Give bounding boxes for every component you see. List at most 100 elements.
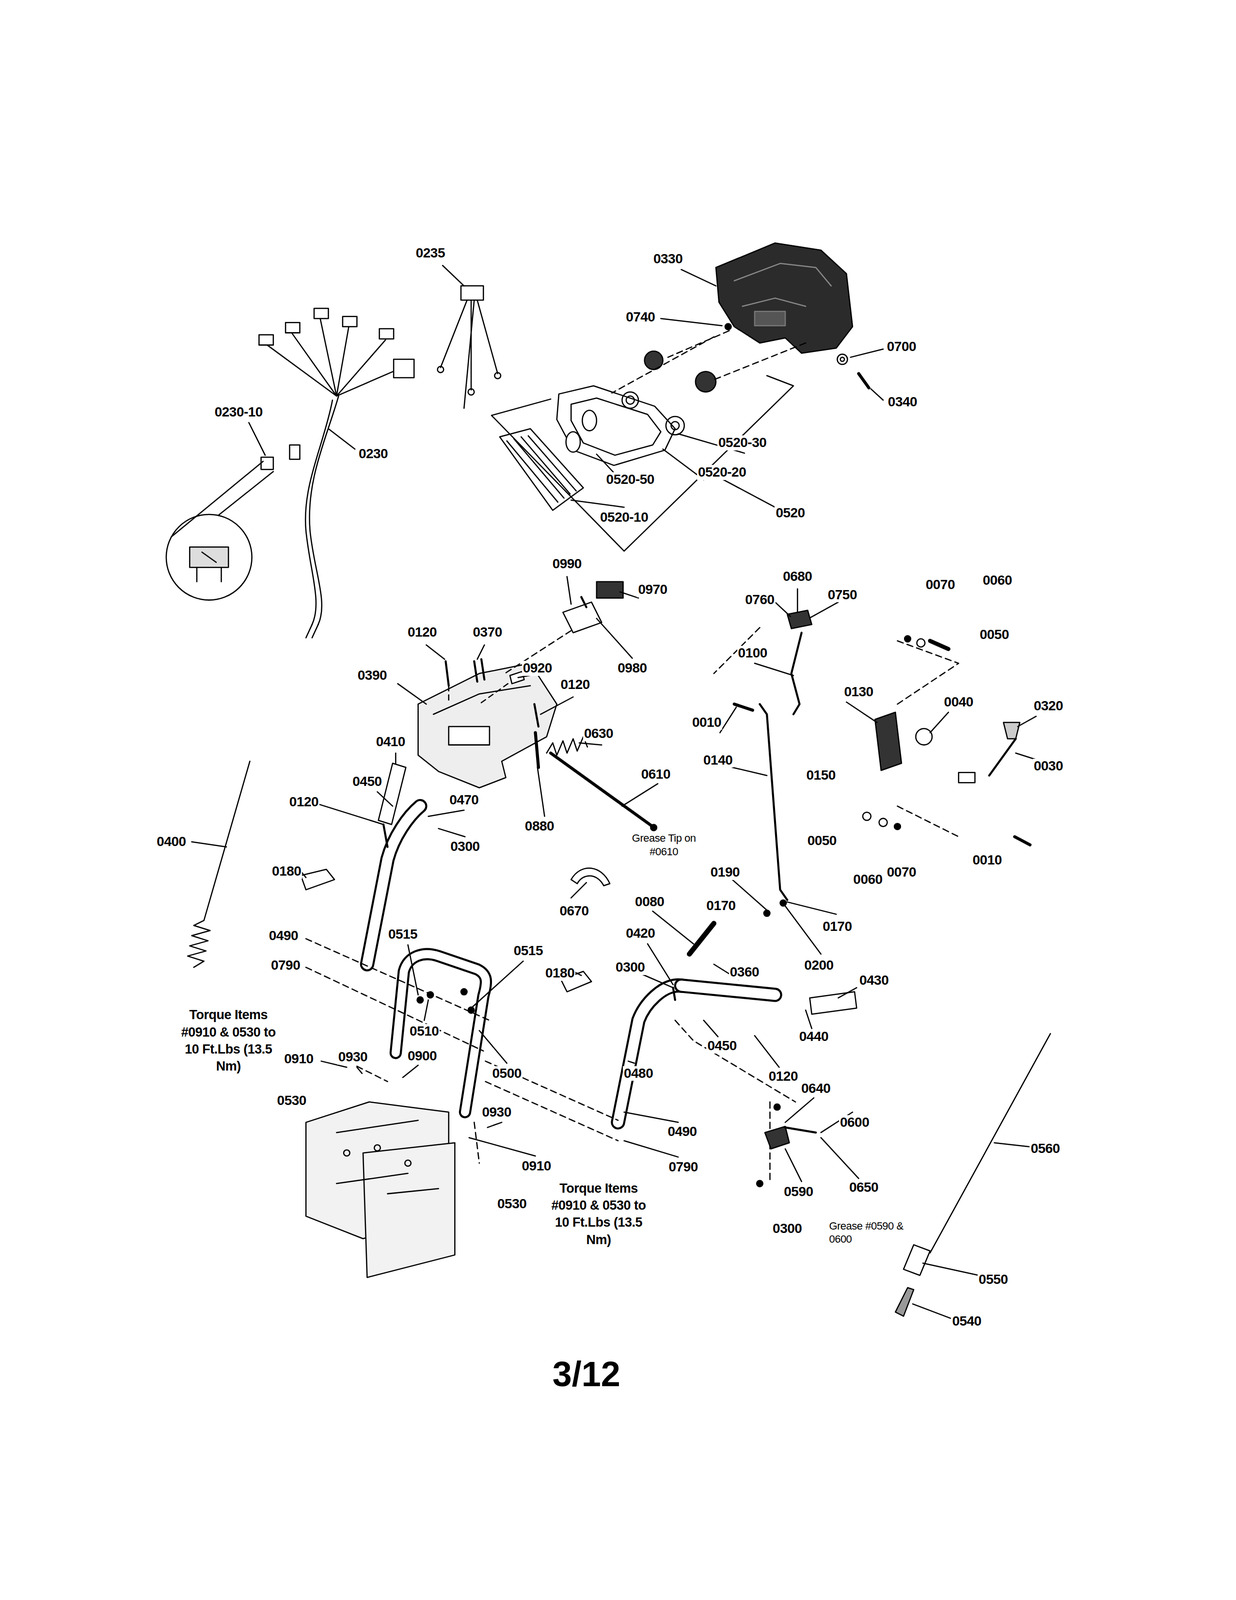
upper-handle — [809, 991, 857, 1015]
connector — [468, 388, 475, 396]
shaft-and-spring — [535, 732, 539, 768]
upper-handle — [681, 985, 776, 995]
shaft-and-spring — [535, 732, 657, 886]
callout-number: 0130 — [842, 684, 874, 700]
callout-number: 0900 — [406, 1048, 438, 1064]
callout-number: 0340 — [887, 394, 919, 410]
control-cable — [187, 760, 1051, 1316]
torque-note: Torque Items #0910 & 0530 to 10 Ft.Lbs (… — [175, 1006, 282, 1075]
connector — [437, 285, 501, 409]
connector — [460, 285, 484, 301]
shaft-and-spring — [550, 752, 653, 826]
linkage — [774, 1103, 781, 1110]
callout-number: 0120 — [767, 1068, 799, 1084]
leader-line — [572, 910, 739, 988]
assembly-line — [675, 1019, 796, 1102]
callout-number: 0030 — [1032, 758, 1064, 774]
callout-number: 0480 — [622, 1065, 654, 1081]
wire-harness — [309, 396, 339, 625]
headlight-assembly — [621, 391, 639, 409]
control-cable — [895, 1287, 914, 1316]
callout-number: 0120 — [406, 624, 438, 640]
control-cable — [187, 919, 210, 967]
dash-panel — [418, 663, 557, 788]
callout-number: 0330 — [652, 251, 684, 267]
leader-line — [191, 841, 587, 898]
callout-number: 0370 — [472, 624, 504, 640]
connector — [494, 372, 501, 379]
linkage — [734, 703, 753, 711]
linkage — [862, 811, 872, 821]
headlight-cover — [754, 311, 786, 326]
dash-panel — [448, 726, 490, 745]
linkage — [763, 909, 771, 917]
lower-handle — [417, 996, 424, 1003]
headlight-assembly — [665, 416, 685, 435]
linkage — [756, 1180, 763, 1187]
callout-number: 0530 — [276, 1093, 308, 1109]
callout-number: 0980 — [616, 660, 648, 676]
shaft-and-spring — [546, 736, 588, 756]
headlight-assembly — [499, 428, 584, 510]
linkage — [764, 1125, 790, 1149]
callout-number: 0080 — [633, 894, 666, 910]
headlight-assembly — [491, 375, 794, 552]
wire-harness — [342, 316, 357, 327]
frame-plate — [363, 1142, 455, 1278]
switch — [562, 602, 602, 633]
frame-plate — [404, 1159, 412, 1167]
callout-number: 0100 — [737, 645, 769, 661]
callout-number: 0700 — [886, 339, 918, 355]
callout-number: 0520-50 — [605, 472, 656, 488]
upper-handle — [378, 762, 407, 824]
wire-harness — [196, 552, 222, 582]
callout-number: 0680 — [781, 569, 813, 585]
control-cable — [204, 760, 251, 920]
callout-number: 0910 — [521, 1158, 553, 1174]
linkage — [759, 703, 788, 900]
callout-number: 0170 — [705, 898, 737, 914]
linkage — [958, 772, 976, 783]
callout-number: 0060 — [852, 871, 884, 888]
leader-line — [408, 944, 524, 1021]
callout-number: 0520-10 — [599, 509, 650, 525]
dash-panel — [418, 659, 557, 788]
linkage — [879, 818, 888, 827]
headlight-assembly — [570, 397, 661, 456]
lower-handle — [395, 953, 486, 1112]
callout-number: 0010 — [971, 852, 1003, 868]
callout-number: 0300 — [771, 1220, 803, 1236]
callout-number: 0560 — [1029, 1140, 1061, 1157]
switch — [596, 581, 624, 599]
lower-handle — [460, 988, 468, 995]
callout-number: 0910 — [283, 1051, 315, 1067]
callout-number: 0550 — [977, 1271, 1009, 1287]
callout-number: 0040 — [943, 694, 975, 710]
dash-panel — [448, 683, 508, 704]
callout-number: 0070 — [924, 577, 956, 593]
leader-line — [785, 1111, 1030, 1182]
linkage — [989, 738, 1016, 776]
callout-number: 0880 — [523, 818, 555, 834]
assembly-line — [356, 1065, 479, 1163]
headlight-cover — [715, 242, 853, 353]
callout-number: 0970 — [636, 582, 668, 598]
callout-number: 0760 — [744, 592, 776, 608]
switch — [581, 596, 587, 607]
dash-panel — [433, 685, 531, 714]
callout-number: 0740 — [624, 309, 656, 325]
leader-line — [719, 588, 839, 733]
linkage — [1014, 836, 1030, 845]
handle-clip — [301, 869, 335, 890]
connector — [440, 300, 498, 409]
callout-number: 0050 — [806, 833, 838, 849]
callout-number: 0750 — [826, 587, 858, 603]
linkage — [791, 632, 802, 714]
wire-harness — [171, 460, 273, 537]
wire-harness — [258, 334, 273, 346]
callout-number: 0140 — [702, 752, 734, 768]
frame-plate — [374, 1144, 381, 1151]
headlight-assembly — [491, 330, 806, 551]
upper-handle — [618, 985, 682, 1123]
connector — [437, 366, 444, 373]
